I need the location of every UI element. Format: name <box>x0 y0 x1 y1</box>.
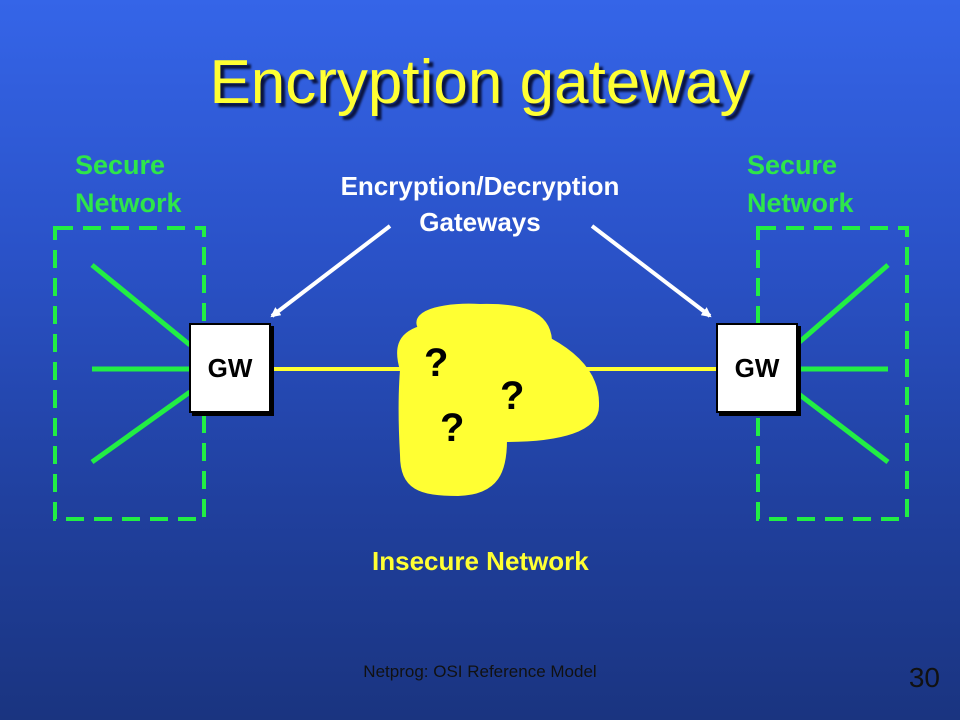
gateway-right: GW <box>716 323 798 413</box>
secure-network-left-label: Secure Network <box>75 146 182 222</box>
secure-link-right-1 <box>794 263 890 347</box>
secure-network-right-label: Secure Network <box>747 146 854 222</box>
secure-link-left-3 <box>90 389 192 465</box>
question-mark-1: ? <box>424 341 449 385</box>
page-number: 30 <box>908 662 940 693</box>
secure-network-left-line1: Secure <box>75 150 166 180</box>
slide-title: Encryption gateway <box>209 48 751 117</box>
question-mark-3: ? <box>440 406 465 450</box>
gateway-left-label: GW <box>207 352 253 383</box>
arrow-to-left-gateway <box>270 224 392 318</box>
arrow-to-right-gateway <box>590 224 712 318</box>
gateways-label: Encryption/Decryption Gateways <box>290 168 670 240</box>
secure-network-left-line2: Network <box>75 188 182 218</box>
insecure-network-label: Insecure Network <box>372 546 589 576</box>
secure-network-left-box <box>53 226 206 521</box>
secure-network-right-line1: Secure <box>747 150 838 180</box>
slide-footer: Netprog: OSI Reference Model <box>363 662 597 681</box>
secure-network-right-line2: Network <box>747 188 854 218</box>
secure-link-right-3 <box>794 390 890 464</box>
insecure-network-cloud <box>397 303 600 497</box>
gateways-label-line2: Gateways <box>419 207 541 237</box>
gateway-left: GW <box>189 323 271 413</box>
secure-link-left-1 <box>90 263 192 347</box>
gateway-right-label: GW <box>734 352 780 383</box>
question-mark-2: ? <box>500 374 525 418</box>
gateways-label-line1: Encryption/Decryption <box>340 171 620 201</box>
